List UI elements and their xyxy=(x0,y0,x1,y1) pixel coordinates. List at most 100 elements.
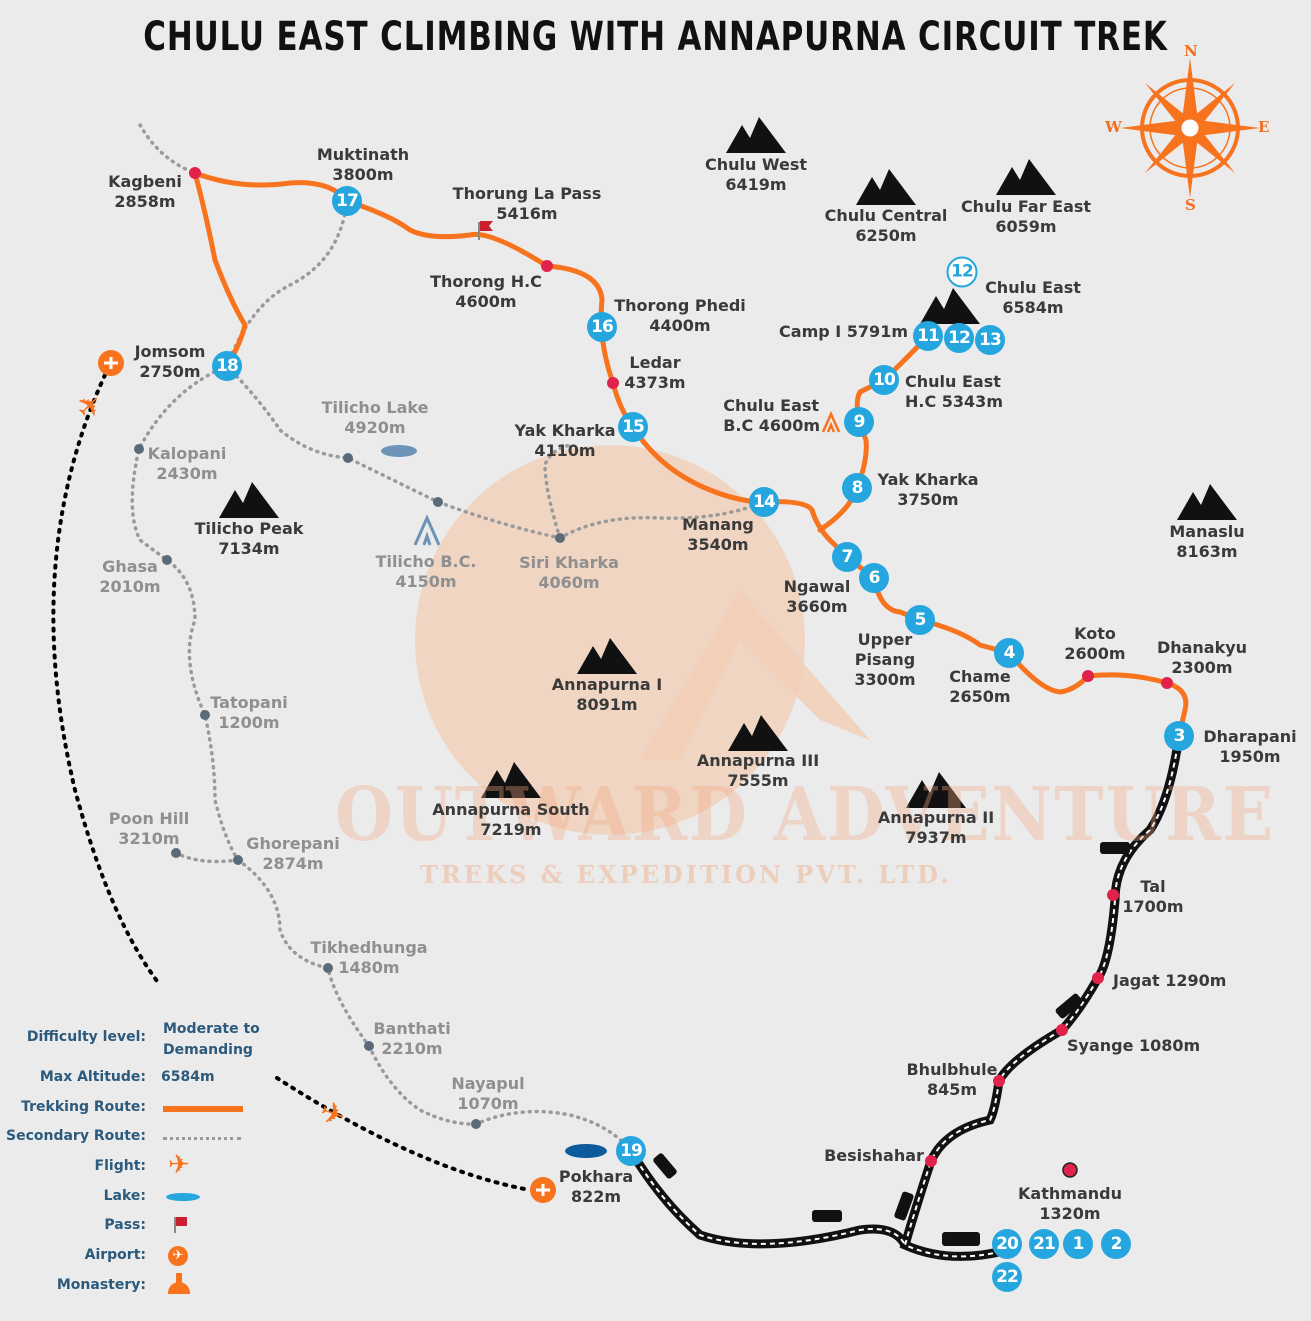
stage-marker: 19 xyxy=(616,1136,646,1166)
mountain-icon xyxy=(577,638,637,674)
legend-pass-label: Pass: xyxy=(104,1217,146,1233)
watermark-logo-subtext: TREKS & EXPEDITION PVT. LTD. xyxy=(420,860,952,889)
stage-marker: 4 xyxy=(994,638,1024,668)
stop-markers xyxy=(189,167,1173,1178)
watermark-logo-text: OUTWARD ADVENTURE xyxy=(335,772,1276,858)
page-title: CHULU EAST CLIMBING WITH ANNAPURNA CIRCU… xyxy=(143,14,1168,60)
place-besishahar: Besishahar xyxy=(824,1146,924,1165)
pass-flag-icon xyxy=(478,221,493,240)
watermark-mountain xyxy=(640,590,870,760)
flight-routes xyxy=(51,373,532,1192)
legend-max-alt-label: Max Altitude: xyxy=(39,1069,146,1085)
mountain-icon xyxy=(1177,484,1237,520)
stage-marker: 5 xyxy=(905,605,935,635)
stage-marker: 6 xyxy=(859,563,889,593)
stage-marker: 13 xyxy=(975,325,1005,355)
mountain-icon xyxy=(906,772,966,808)
legend-trekking-line xyxy=(163,1106,243,1112)
legend-secondary-line xyxy=(163,1137,241,1140)
stage-marker: 16 xyxy=(587,312,617,342)
stage-marker: 12 xyxy=(944,323,974,353)
mountain-icon xyxy=(481,762,541,798)
stage-marker: 22 xyxy=(992,1262,1022,1292)
stage-marker: 10 xyxy=(869,365,899,395)
mountain-icon xyxy=(728,715,788,751)
flight-plane-icon: ✈ xyxy=(69,385,112,428)
stage-marker-summit: 12 xyxy=(946,256,978,288)
base-camp-tent-icon xyxy=(821,410,841,433)
mountain-icon xyxy=(726,117,786,153)
stage-marker: 20 xyxy=(992,1229,1022,1259)
place-jagat: Jagat 1290m xyxy=(1113,971,1227,990)
secondary-markers xyxy=(134,444,565,1129)
compass-n: N xyxy=(1184,42,1198,60)
mountain-icon xyxy=(219,482,279,518)
legend-monastery-label: Monastery: xyxy=(56,1277,146,1293)
compass-rose-icon xyxy=(1120,58,1260,198)
legend-secondary-label: Secondary Route: xyxy=(6,1128,146,1144)
tilicho-lake-icon xyxy=(381,445,417,457)
legend-lake-label: Lake: xyxy=(103,1188,146,1204)
legend-trekking-label: Trekking Route: xyxy=(21,1099,146,1115)
airport-icon xyxy=(98,350,124,376)
place-camp-1: Camp I 5791m xyxy=(779,322,908,341)
place-syange: Syange 1080m xyxy=(1067,1036,1201,1055)
flight-plane-icon: ✈ xyxy=(315,1094,351,1135)
compass-e: E xyxy=(1258,118,1270,136)
airport-icon xyxy=(530,1177,556,1203)
legend-airport-label: Airport: xyxy=(84,1247,146,1263)
stage-marker: 7 xyxy=(832,542,862,572)
legend-difficulty-label: Difficulty level: xyxy=(26,1029,146,1045)
mountain-icon xyxy=(856,169,916,205)
stage-marker: 15 xyxy=(618,412,648,442)
compass-w: W xyxy=(1105,118,1122,136)
legend-max-alt-value: 6584m xyxy=(161,1069,215,1085)
stage-marker: 14 xyxy=(749,487,779,517)
monastery-icon xyxy=(168,1273,190,1294)
stage-marker: 2 xyxy=(1101,1229,1131,1259)
compass-s: S xyxy=(1185,196,1196,214)
stage-marker: 8 xyxy=(842,473,872,503)
phewa-lake-icon xyxy=(565,1144,607,1158)
airport-icon: ✈ xyxy=(168,1246,188,1266)
flight-icon: ✈ xyxy=(168,1150,190,1180)
stage-marker: 9 xyxy=(844,407,874,437)
stage-marker: 18 xyxy=(212,351,242,381)
